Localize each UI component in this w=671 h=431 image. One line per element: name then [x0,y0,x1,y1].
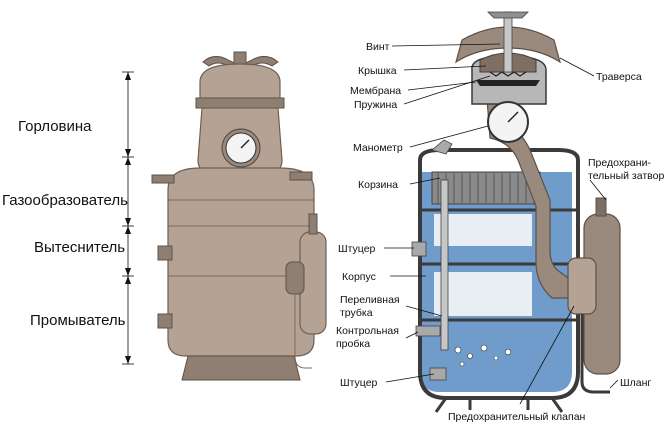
cutaway-view: Винт Крышка Мембрана Пружина Манометр Ко… [336,11,664,423]
label-basket: Корзина [358,179,398,191]
right-ear [289,171,313,181]
label-screw: Винт [366,41,390,53]
label-control-plug-1: Контрольная [336,325,399,337]
label-safety-shutter-1: Предохрани- [588,157,651,169]
leader-lines [384,43,619,405]
main-body-external [167,167,315,357]
neck-ring [195,97,285,109]
zone-label-neck: Горловина [18,118,92,135]
external-view: Горловина Газообразователь Вытеснитель П… [2,51,327,381]
label-membrane: Мембрана [350,85,401,97]
fitting-left-upper [157,245,173,261]
zone-label-displacer: Вытеснитель [34,239,125,256]
membrane [476,80,540,86]
safety-shutter-cutaway [567,197,621,394]
screw [487,11,529,73]
label-crossbar: Траверса [596,71,642,83]
overflow-tube [440,179,449,351]
label-overflow-tube-2: трубка [340,307,373,319]
label-body: Корпус [342,271,376,283]
label-control-plug-2: пробка [336,338,370,350]
label-safety-shutter-2: тельный затвор [588,170,664,182]
fitting-cutaway-bottom [429,367,447,381]
label-overflow-tube-1: Переливная [340,294,400,306]
displacer-chamber-upper [434,214,532,246]
label-spring: Пружина [354,99,397,111]
displacer-chamber-lower [434,272,532,316]
label-fitting-bottom: Штуцер [340,377,378,389]
left-ear-cutaway [431,139,453,155]
zone-label-washer: Промыватель [30,312,126,329]
label-fitting-top: Штуцер [338,243,376,255]
label-safety-valve: Предохранительный клапан [448,411,586,423]
gauge-cutaway [487,101,529,143]
left-ear [151,174,175,184]
safety-shutter-external [285,213,327,369]
fitting-left-lower [157,313,173,329]
cutaway-legs [434,397,564,413]
label-manometer: Манометр [353,142,403,154]
gas-bubbles [454,344,512,367]
dimension-arrows [125,72,131,364]
spring [489,71,527,77]
zone-label-gas-generator: Газообразователь [2,192,128,209]
base-external [181,355,301,381]
fitting-cutaway-top [411,241,427,257]
label-hose: Шланг [620,377,651,389]
neck-dome [199,63,281,101]
control-plug-cutaway [415,325,441,337]
label-lid: Крышка [358,65,397,77]
